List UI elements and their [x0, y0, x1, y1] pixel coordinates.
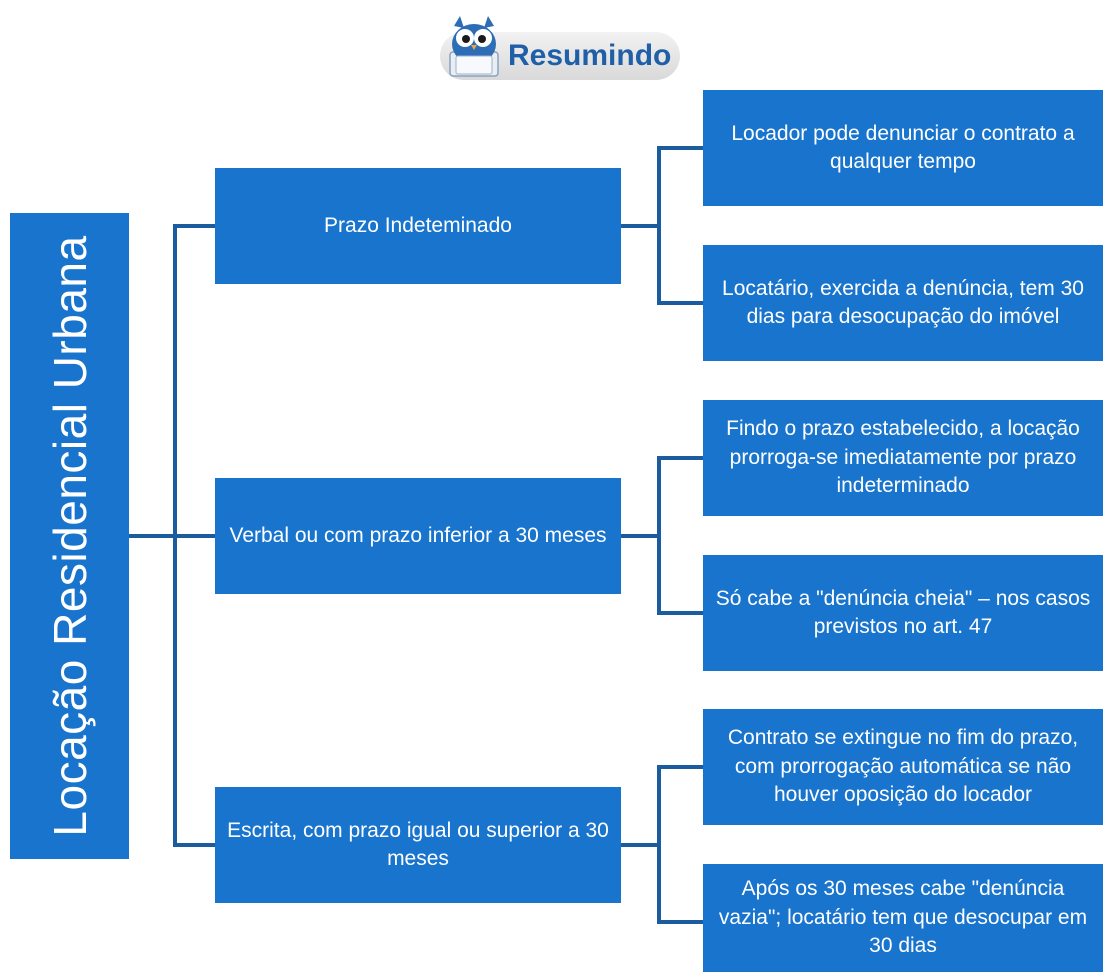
owl-mascot-icon: [449, 16, 499, 77]
leaf-node: Findo o prazo estabelecido, a locação pr…: [703, 400, 1103, 516]
root-label: Locação Residencial Urbana: [43, 235, 96, 837]
leaf-label: Locatário, exercida a denúncia, tem 30 d…: [722, 276, 1084, 328]
resumindo-logo: Resumindo: [430, 10, 682, 82]
branch-node-prazo-indeterminado: Prazo Indeteminado: [215, 168, 621, 284]
branch-label: Verbal ou com prazo inferior a 30 meses: [229, 523, 607, 547]
branch-node-verbal: Verbal ou com prazo inferior a 30 meses: [215, 478, 621, 594]
leaf-node: Só cabe a "denúncia cheia" – nos casos p…: [703, 555, 1103, 671]
leaf-label: Locador pode denunciar o contrato a qual…: [731, 121, 1075, 173]
branch-node-escrita: Escrita, com prazo igual ou superior a 3…: [215, 787, 621, 903]
logo-text: Resumindo: [508, 39, 672, 72]
leaf-label: Contrato se extingue no fim do prazo, co…: [727, 726, 1079, 807]
leaf-node: Locatário, exercida a denúncia, tem 30 d…: [703, 245, 1103, 361]
branch-label: Escrita, com prazo igual ou superior a 3…: [227, 818, 609, 870]
branch-label: Prazo Indeteminado: [324, 213, 512, 237]
leaf-label: Só cabe a "denúncia cheia" – nos casos p…: [715, 586, 1091, 638]
root-node: Locação Residencial Urbana: [10, 213, 129, 859]
leaf-node: Locador pode denunciar o contrato a qual…: [703, 90, 1103, 206]
leaf-label: Findo o prazo estabelecido, a locação pr…: [726, 417, 1080, 498]
leaf-label: Após os 30 meses cabe "denúncia vazia"; …: [718, 877, 1088, 958]
leaf-node: Contrato se extingue no fim do prazo, co…: [703, 709, 1103, 825]
leaf-node: Após os 30 meses cabe "denúncia vazia"; …: [703, 864, 1103, 972]
